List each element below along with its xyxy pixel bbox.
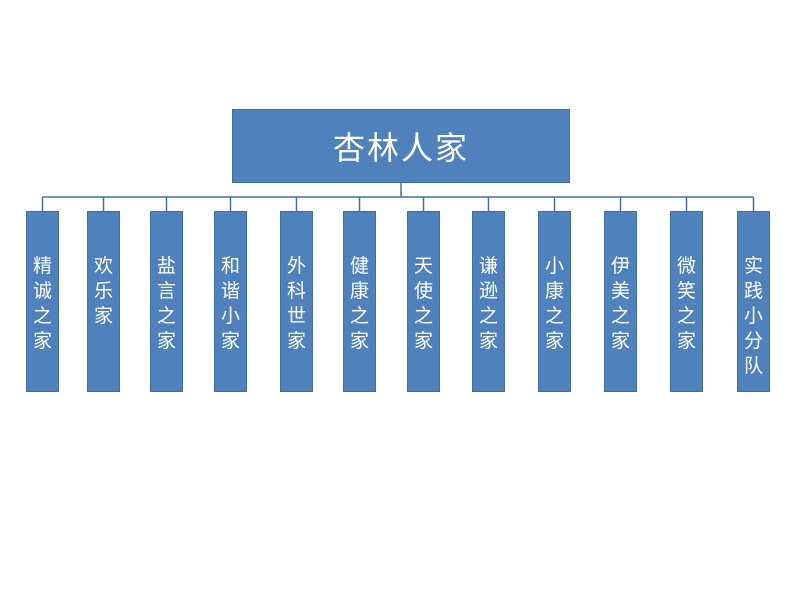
child-node-label: 外科世家 xyxy=(286,255,306,352)
child-node-label: 伊美之家 xyxy=(610,255,630,352)
child-node-8: 小康之家 xyxy=(538,211,571,392)
child-node-label: 欢乐家 xyxy=(93,255,113,327)
child-node-label: 实践小分队 xyxy=(743,255,763,377)
child-node-10: 微笑之家 xyxy=(670,211,703,392)
child-node-11: 实践小分队 xyxy=(737,211,770,392)
child-node-label: 和谐小家 xyxy=(220,255,240,352)
child-node-label: 天使之家 xyxy=(413,255,433,352)
root-node-label: 杏林人家 xyxy=(332,129,469,167)
child-node-4: 外科世家 xyxy=(280,211,313,392)
child-node-label: 精诚之家 xyxy=(32,255,52,352)
child-node-label: 健康之家 xyxy=(349,255,369,352)
child-node-2: 盐言之家 xyxy=(150,211,183,392)
child-node-label: 盐言之家 xyxy=(156,255,176,352)
child-node-7: 谦逊之家 xyxy=(472,211,505,392)
child-node-5: 健康之家 xyxy=(343,211,376,392)
child-node-label: 小康之家 xyxy=(544,255,564,352)
child-node-9: 伊美之家 xyxy=(604,211,637,392)
child-node-label: 谦逊之家 xyxy=(478,255,498,352)
child-node-label: 微笑之家 xyxy=(676,255,696,352)
root-node: 杏林人家 xyxy=(232,109,570,183)
child-node-6: 天使之家 xyxy=(407,211,440,392)
child-node-0: 精诚之家 xyxy=(26,211,59,392)
child-node-3: 和谐小家 xyxy=(214,211,247,392)
child-node-1: 欢乐家 xyxy=(87,211,120,392)
